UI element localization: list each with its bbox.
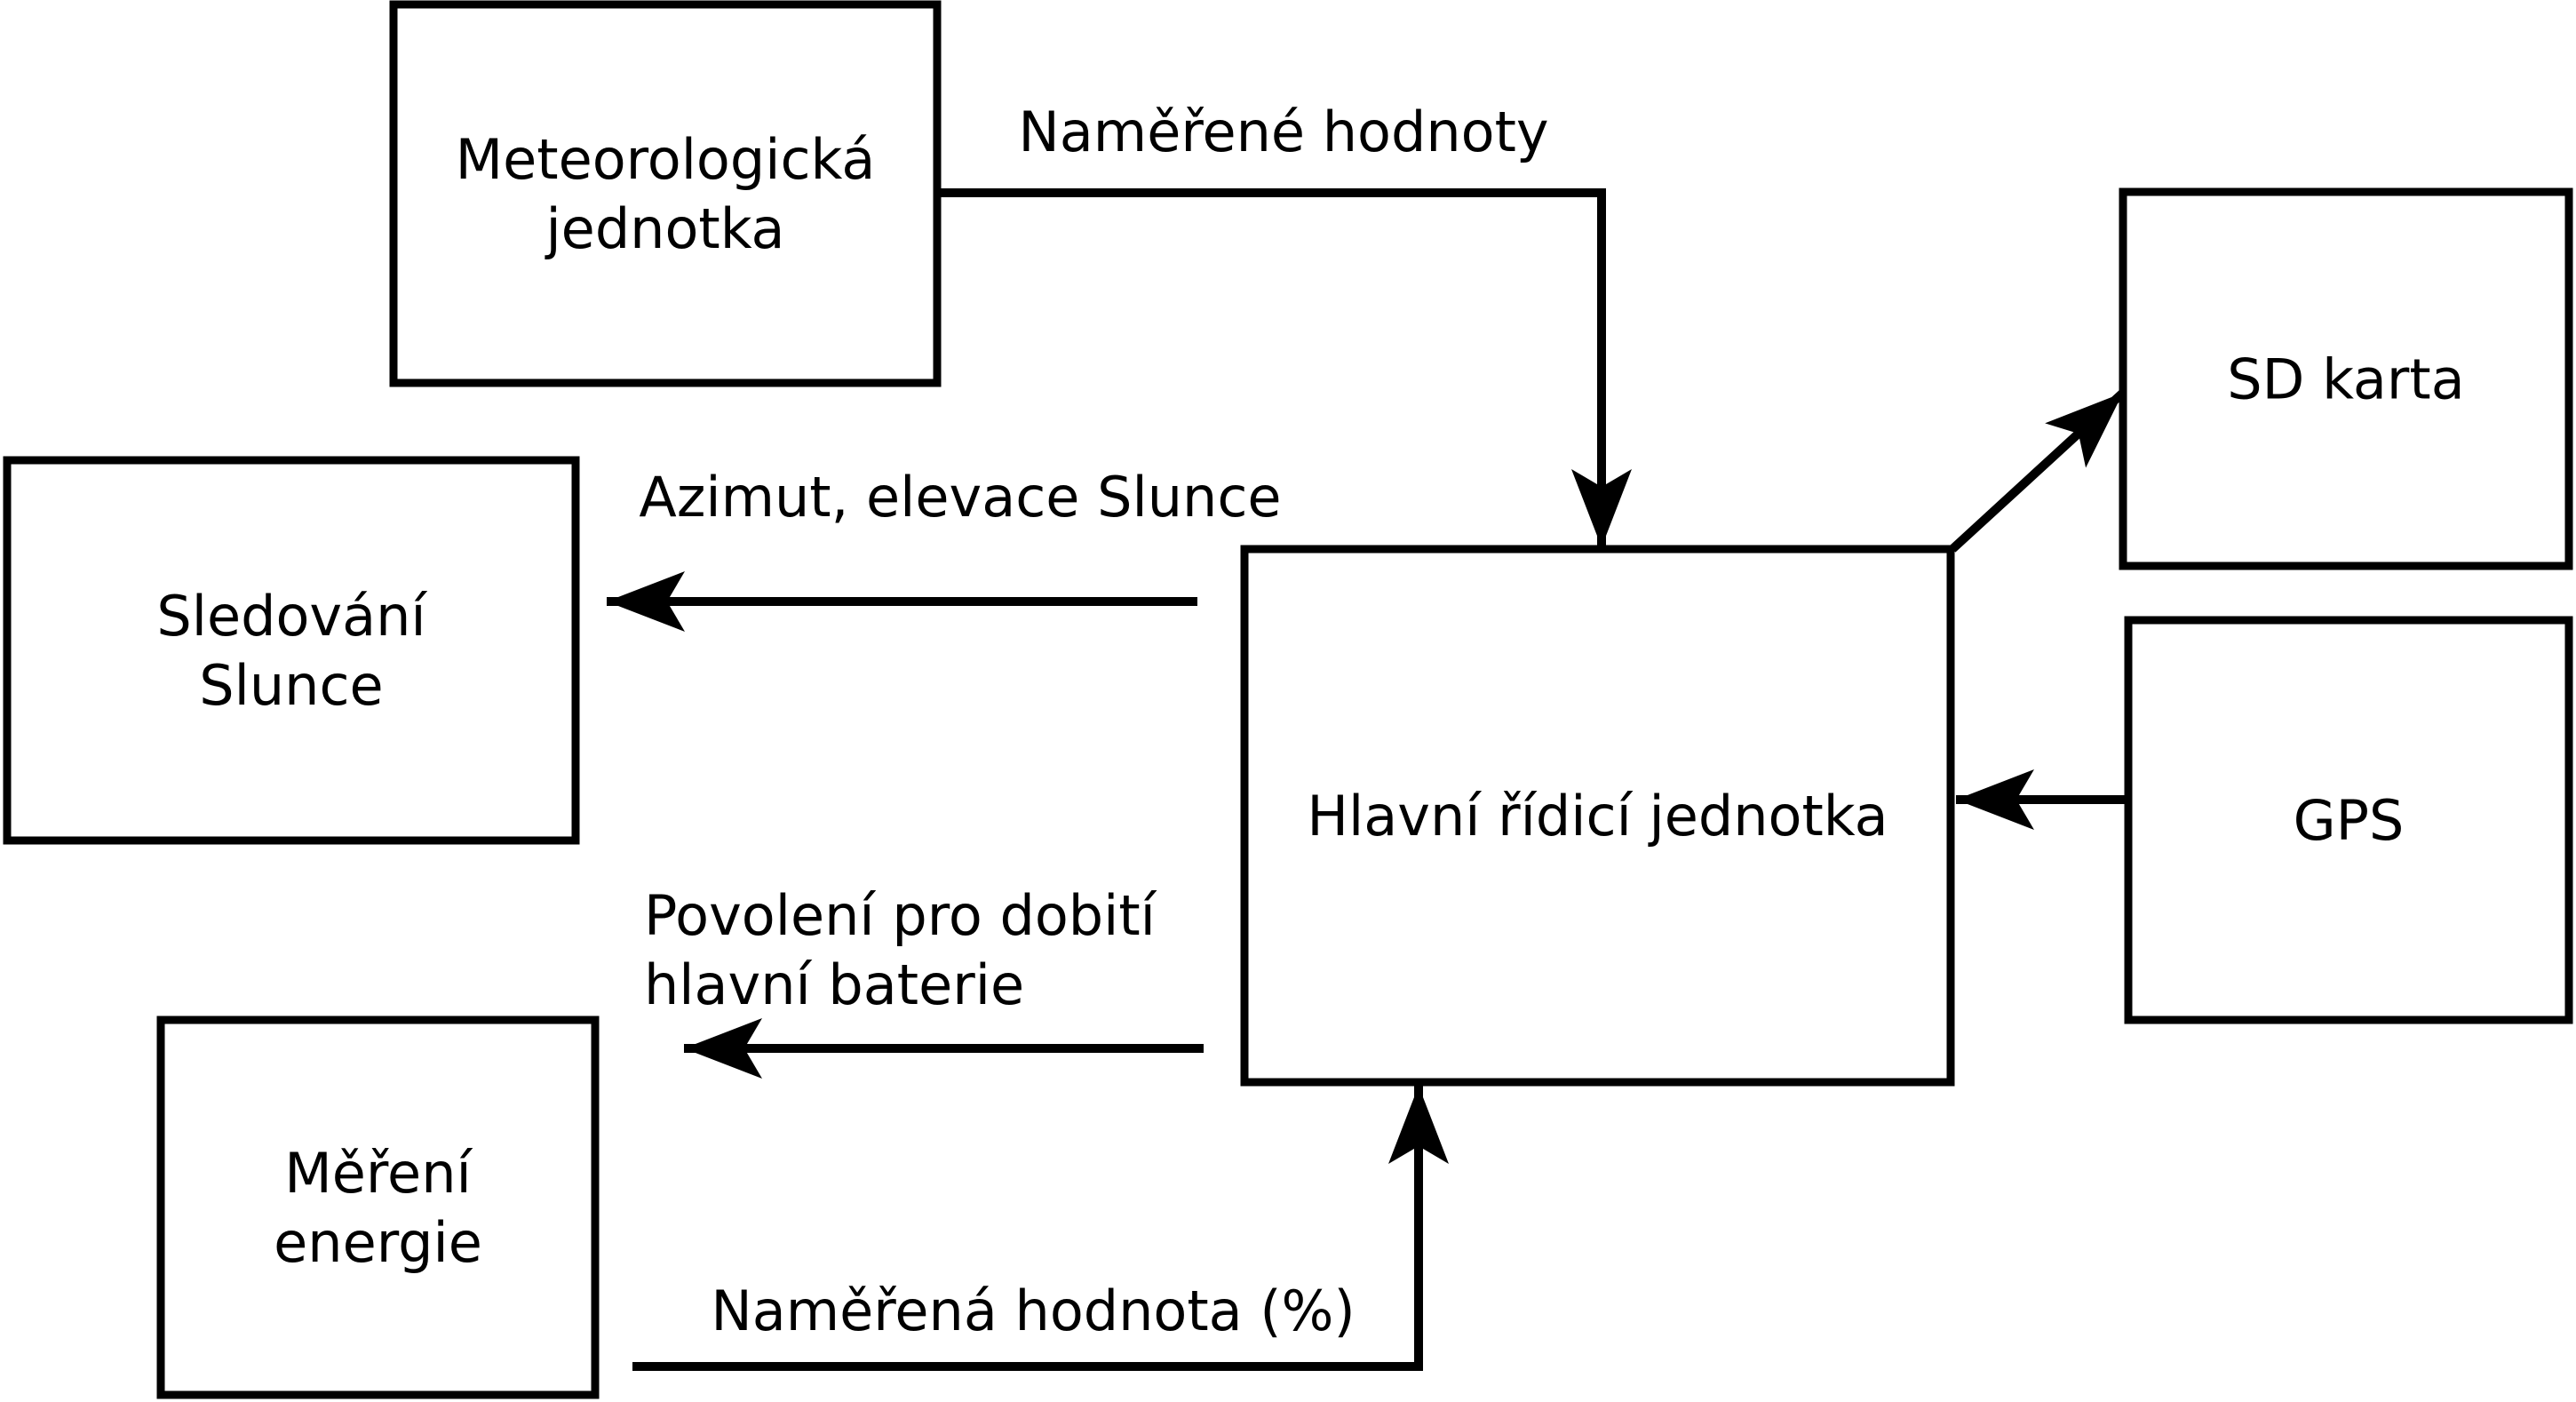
edge-label-azimuth-elevation: Azimut, elevace Slunce [639,465,1281,530]
main-control-unit-label: Hlavní řídicí jednotka [1307,784,1888,848]
meteorological-unit-box [389,0,942,387]
sd-card-label: SD karta [2227,347,2464,412]
node-main-control-unit: Hlavní řídicí jednotka [1240,545,1955,1087]
node-sd-card: SD karta [2119,187,2573,570]
gps-label: GPS [2294,788,2405,853]
sun-tracking-box [3,456,580,845]
edge-label-measured-values: Naměřené hodnoty [1018,100,1548,164]
edge-measured-values-to-main-arrow [937,188,1632,547]
node-gps: GPS [2124,616,2573,1024]
edge-energy-to-main-arrow [632,1086,1449,1371]
gps-box [2124,616,2573,1024]
edge-main-to-sd-card-arrow [1949,389,2127,553]
energy-measurement-box [156,1016,600,1399]
sd-card-box [2119,187,2573,570]
main-control-unit-box [1240,545,1955,1087]
edge-label-measured-percentage: Naměřená hodnota (%) [711,1279,1355,1343]
